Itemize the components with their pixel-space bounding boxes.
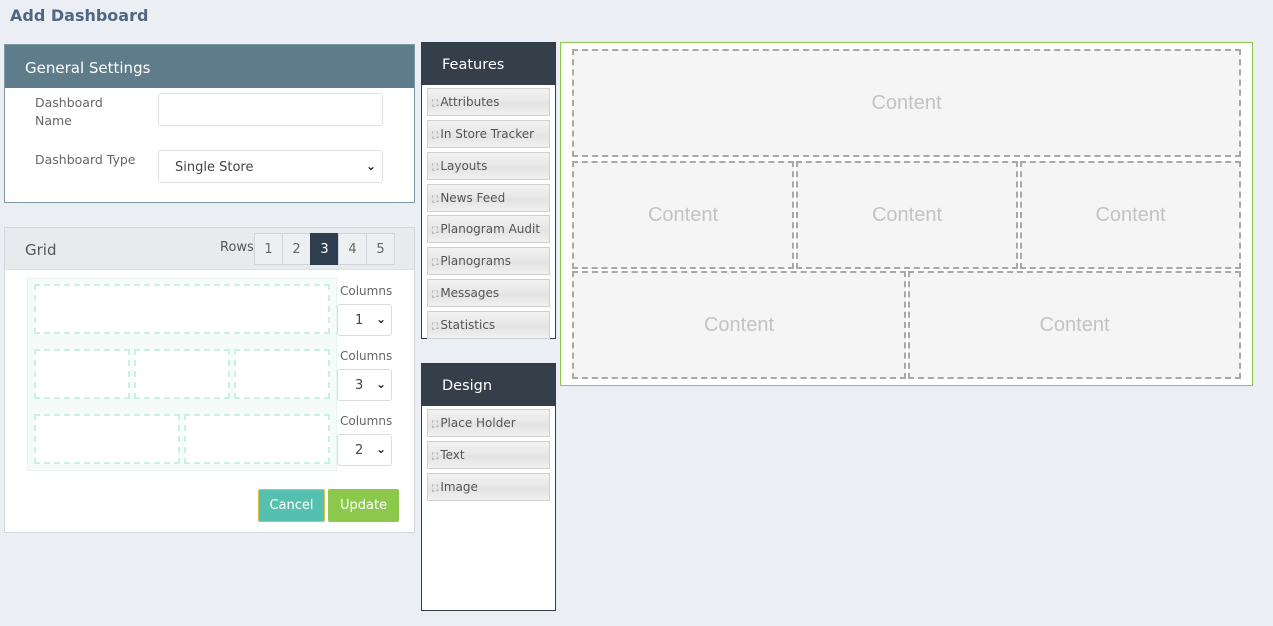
page-title: Add Dashboard	[10, 6, 149, 25]
rows-option-3[interactable]: 3	[310, 233, 339, 265]
content-placeholder[interactable]: Content	[1020, 161, 1241, 269]
drag-handle-icon: ⛶	[432, 420, 439, 430]
feature-item-messages[interactable]: ⛶Messages	[427, 279, 550, 307]
chevron-down-icon: ⌄	[365, 159, 376, 173]
feature-item-label: Messages	[440, 286, 500, 300]
design-item-image[interactable]: ⛶Image	[427, 473, 550, 501]
feature-item-news-feed[interactable]: ⛶News Feed	[427, 184, 550, 212]
content-placeholder[interactable]: Content	[572, 271, 906, 379]
feature-item-label: Layouts	[440, 159, 488, 173]
drag-handle-icon: ⛶	[432, 452, 439, 462]
columns-label-row-3: Columns	[340, 414, 393, 428]
content-placeholder[interactable]: Content	[908, 271, 1241, 379]
feature-item-planograms[interactable]: ⛶Planograms	[427, 247, 550, 275]
rows-option-4[interactable]: 4	[338, 233, 367, 265]
grid-title: Grid	[25, 241, 57, 259]
general-settings-panel: General Settings Dashboard Name Dashboar…	[4, 44, 415, 203]
drag-handle-icon: ⛶	[432, 131, 439, 141]
columns-label-row-1: Columns	[340, 284, 393, 298]
grid-cell[interactable]	[34, 284, 330, 334]
dashboard-preview: Content Content Content Content Content …	[560, 42, 1253, 386]
design-item-label: Text	[440, 448, 465, 462]
columns-select-row-3[interactable]: 2 ⌄	[337, 434, 392, 466]
feature-item-label: News Feed	[440, 191, 506, 205]
columns-select-row-1[interactable]: 1 ⌄	[337, 304, 392, 336]
drag-handle-icon: ⛶	[432, 258, 439, 268]
content-placeholder[interactable]: Content	[796, 161, 1018, 269]
design-item-label: Image	[440, 480, 478, 494]
update-button[interactable]: Update	[328, 489, 399, 522]
feature-item-label: Attributes	[440, 95, 500, 109]
design-item-text[interactable]: ⛶Text	[427, 441, 550, 469]
drag-handle-icon: ⛶	[432, 322, 439, 332]
features-title: Features	[422, 43, 555, 85]
cancel-button[interactable]: Cancel	[258, 489, 325, 522]
design-item-label: Place Holder	[440, 416, 516, 430]
dashboard-name-label: Dashboard Name	[35, 95, 103, 128]
feature-item-layouts[interactable]: ⛶Layouts	[427, 152, 550, 180]
columns-value-row-3: 2	[355, 443, 364, 458]
feature-item-label: Statistics	[440, 318, 496, 332]
dashboard-name-input[interactable]	[158, 93, 383, 126]
chevron-down-icon: ⌄	[375, 377, 386, 391]
columns-select-row-2[interactable]: 3 ⌄	[337, 369, 392, 401]
grid-cell[interactable]	[234, 349, 330, 399]
design-item-place-holder[interactable]: ⛶Place Holder	[427, 409, 550, 437]
rows-option-5[interactable]: 5	[366, 233, 395, 265]
feature-item-planogram-audit[interactable]: ⛶Planogram Audit	[427, 215, 550, 243]
dashboard-type-label: Dashboard Type	[35, 152, 136, 167]
grid-layout-editor	[27, 278, 337, 471]
grid-cell[interactable]	[184, 414, 330, 464]
general-settings-title: General Settings	[5, 45, 414, 88]
feature-item-in-store-tracker[interactable]: ⛶In Store Tracker	[427, 120, 550, 148]
grid-header: Grid Rows 1 2 3 4 5	[5, 228, 414, 270]
columns-label-row-2: Columns	[340, 349, 393, 363]
feature-item-label: In Store Tracker	[440, 127, 535, 141]
feature-item-attributes[interactable]: ⛶Attributes	[427, 88, 550, 116]
columns-value-row-1: 1	[355, 313, 364, 328]
grid-panel: Grid Rows 1 2 3 4 5 Columns 1 ⌄ Columns …	[4, 227, 415, 533]
drag-handle-icon: ⛶	[432, 290, 439, 300]
features-panel: Features ⛶Attributes ⛶In Store Tracker ⛶…	[421, 42, 556, 339]
chevron-down-icon: ⌄	[375, 442, 386, 456]
rows-option-1[interactable]: 1	[254, 233, 283, 265]
dashboard-type-select[interactable]: Single Store ⌄	[158, 150, 383, 183]
drag-handle-icon: ⛶	[432, 163, 439, 173]
grid-cell[interactable]	[134, 349, 230, 399]
drag-handle-icon: ⛶	[432, 484, 439, 494]
rows-option-2[interactable]: 2	[282, 233, 311, 265]
chevron-down-icon: ⌄	[375, 312, 386, 326]
design-panel: Design ⛶Place Holder ⛶Text ⛶Image	[421, 363, 556, 611]
rows-button-group: 1 2 3 4 5	[254, 233, 395, 265]
content-placeholder[interactable]: Content	[572, 161, 794, 269]
feature-item-label: Planogram Audit	[440, 222, 541, 236]
content-placeholder[interactable]: Content	[572, 49, 1241, 157]
columns-value-row-2: 3	[355, 378, 364, 393]
design-title: Design	[422, 364, 555, 406]
dashboard-type-value: Single Store	[175, 160, 254, 175]
grid-cell[interactable]	[34, 414, 180, 464]
grid-cell[interactable]	[34, 349, 130, 399]
feature-item-statistics[interactable]: ⛶Statistics	[427, 311, 550, 339]
drag-handle-icon: ⛶	[432, 195, 439, 205]
drag-handle-icon: ⛶	[432, 226, 439, 236]
drag-handle-icon: ⛶	[432, 99, 439, 109]
rows-label: Rows	[220, 240, 254, 255]
feature-item-label: Planograms	[440, 254, 512, 268]
